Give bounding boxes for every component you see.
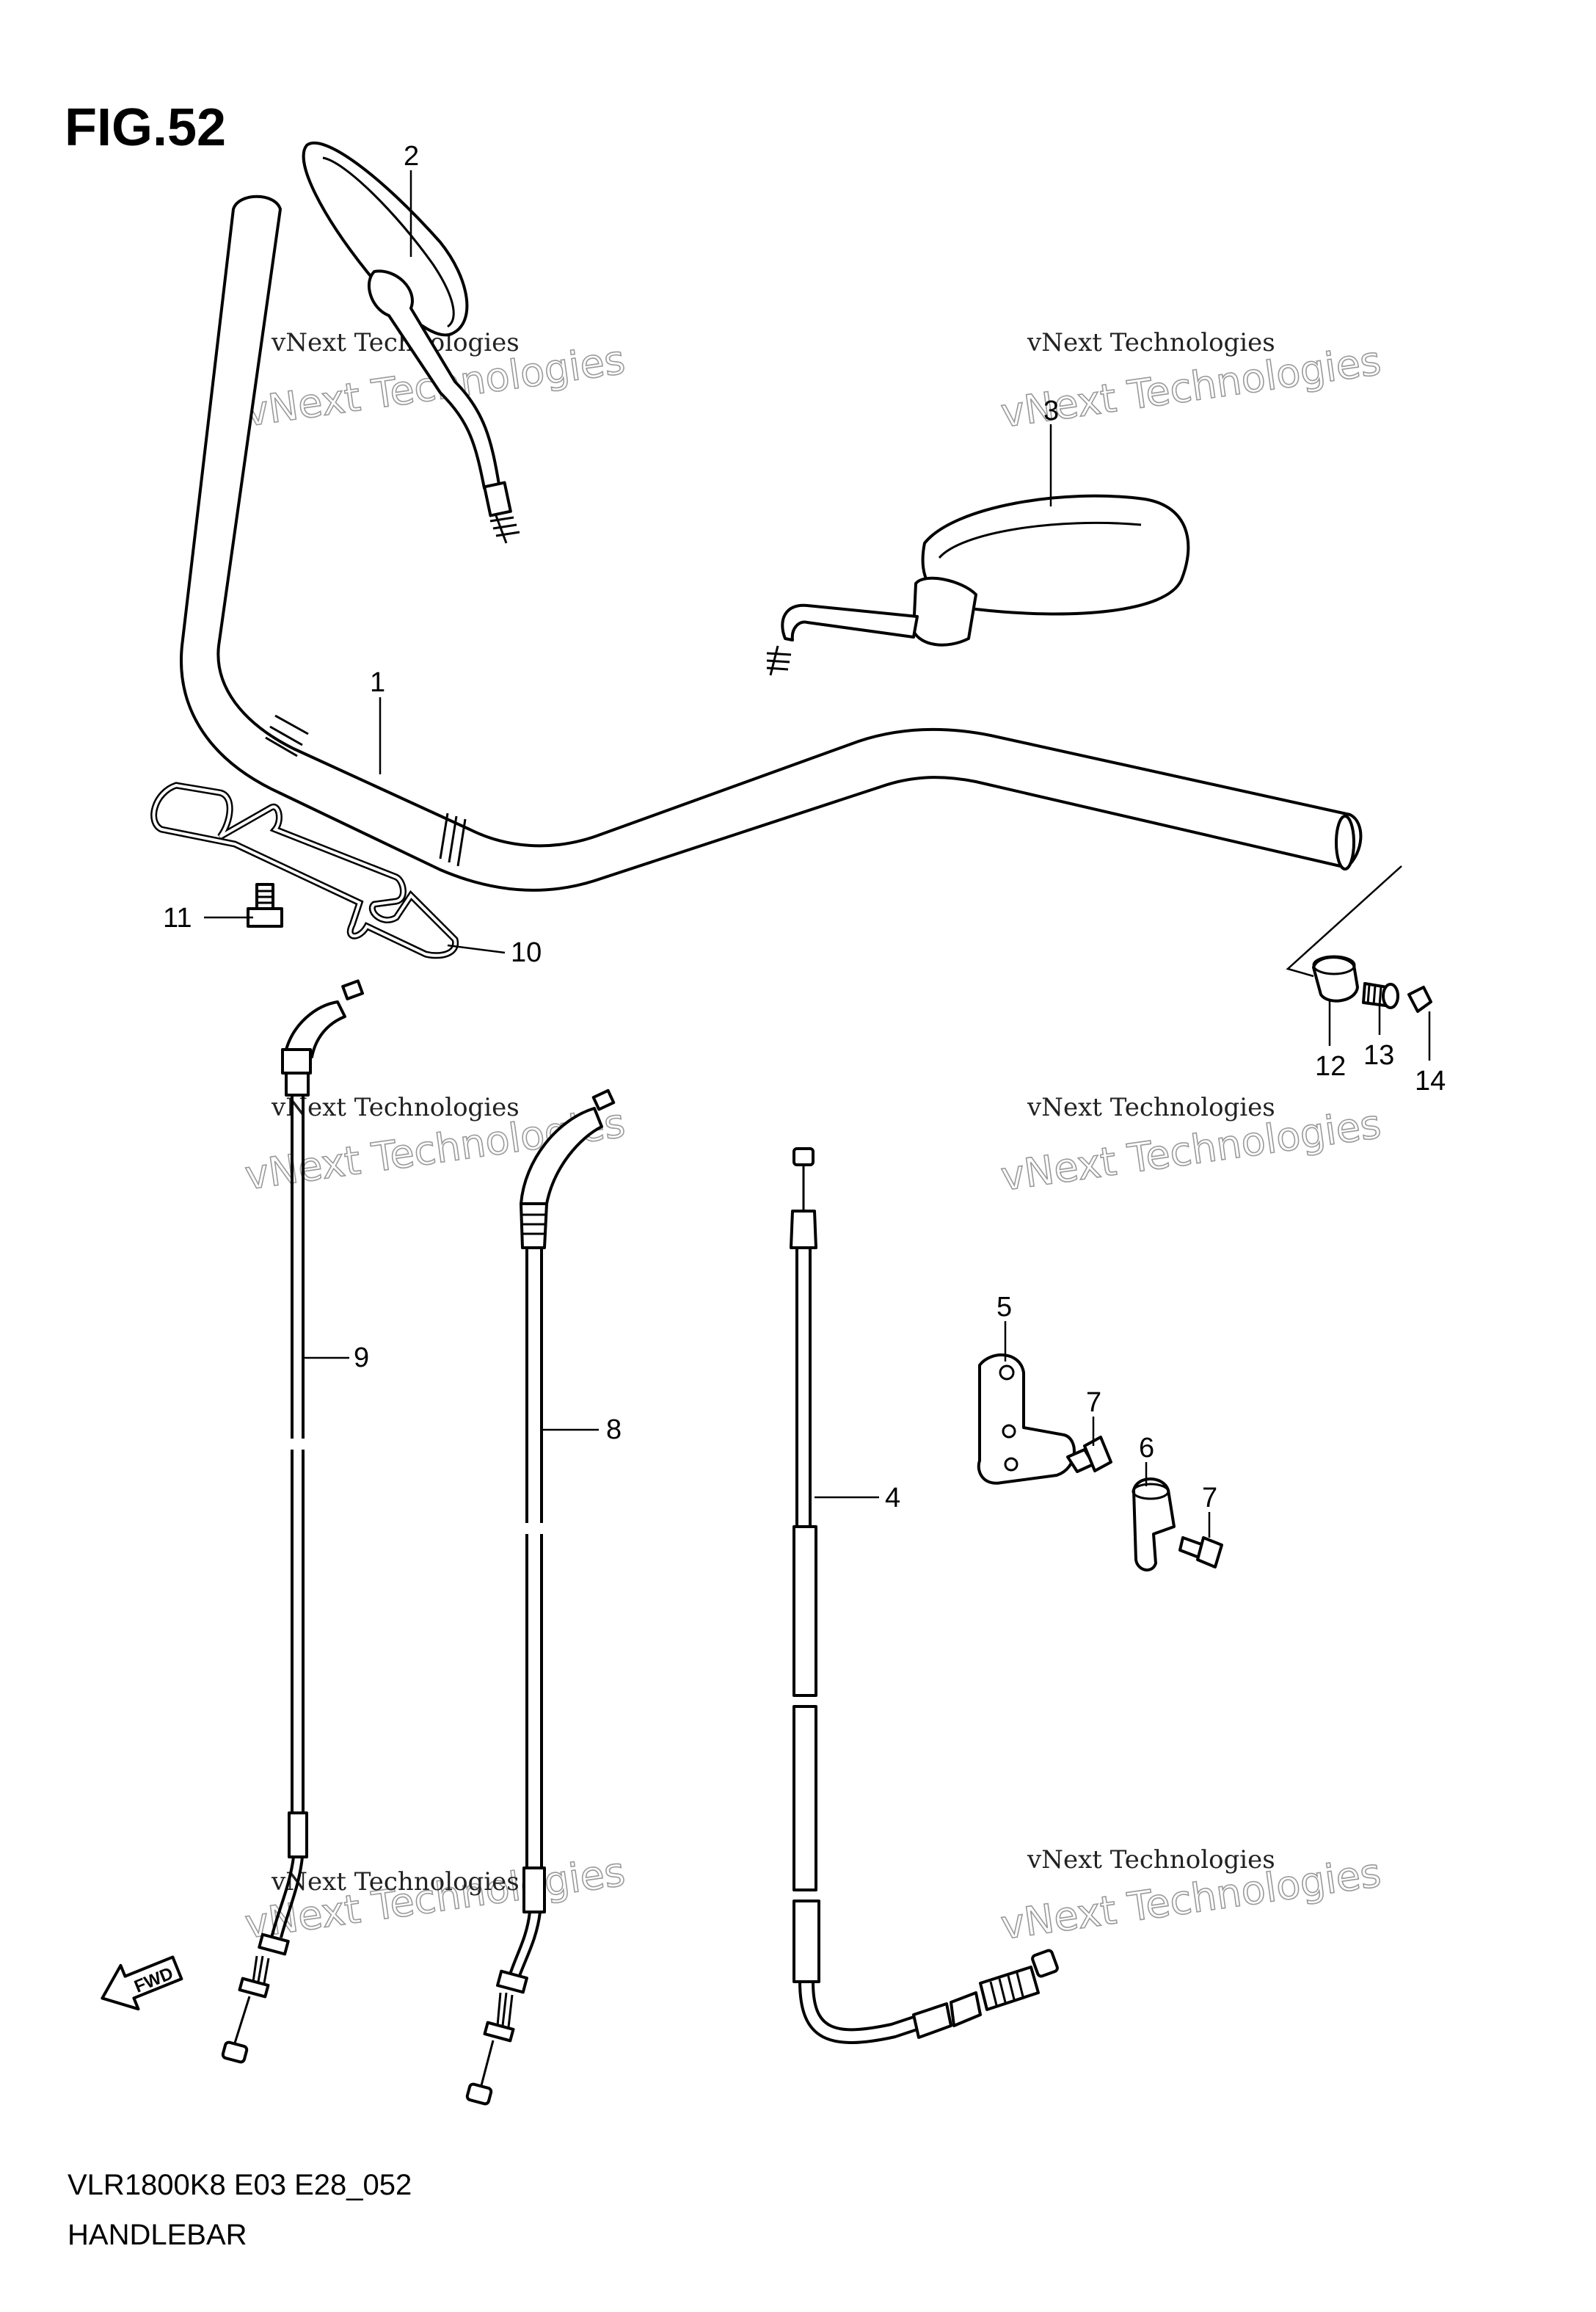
svg-text:vNext Technologies: vNext Technologies	[242, 1848, 628, 1947]
bar-end-screw	[1362, 982, 1399, 1009]
callout-bolt-b: 7	[1202, 1483, 1217, 1513]
throttle-cable-return	[465, 1088, 616, 2106]
callout-throttle-cable-pull: 9	[354, 1342, 369, 1373]
leader-lines	[204, 170, 1431, 1538]
bar-end-leader	[1286, 865, 1402, 978]
watermark-text: vNext Technologies	[271, 328, 520, 357]
throttle-cable-pull	[221, 979, 365, 2064]
callout-wire-guide-bolt: 11	[163, 903, 192, 934]
watermark-text: vNext Technologies	[1027, 1093, 1275, 1122]
callout-bar-end-weight: 12	[1315, 1051, 1346, 1082]
callout-bolt-a: 7	[1086, 1387, 1101, 1418]
callout-throttle-cable-return: 8	[606, 1414, 622, 1445]
wire-guide-bolt	[247, 883, 283, 928]
callout-handlebar: 1	[370, 667, 385, 698]
mirror-left	[302, 141, 520, 544]
cable-guide	[1132, 1477, 1176, 1571]
watermark-text: vNext Technologies	[271, 1867, 520, 1897]
clutch-cable	[790, 1147, 1059, 2044]
bar-end-washer	[1407, 986, 1432, 1013]
watermark-text: vNext Technologies	[1027, 1845, 1275, 1875]
callout-mirror-right: 3	[1043, 396, 1059, 426]
watermark-bottom-left: vNext Technologies	[241, 1848, 628, 1949]
footer-model-code: VLR1800K8 E03 E28_052	[68, 2169, 412, 2201]
callout-cable-bracket: 5	[996, 1292, 1012, 1323]
callout-clutch-cable: 4	[885, 1483, 900, 1513]
bracket-bolt	[1066, 1436, 1112, 1473]
figure-title: FIG.52	[65, 98, 226, 157]
forward-arrow: FWD	[101, 1955, 183, 2011]
wire-guide	[150, 782, 459, 959]
bar-end-weight	[1312, 955, 1359, 1003]
watermark-text: vNext Technologies	[271, 1093, 520, 1122]
mirror-right	[766, 494, 1190, 676]
cable-bracket	[977, 1353, 1076, 1485]
callout-wire-guide: 10	[511, 937, 542, 968]
guide-bolt	[1178, 1536, 1223, 1568]
callout-mirror-left: 2	[404, 141, 419, 172]
footer-section-name: HANDLEBAR	[68, 2219, 247, 2251]
callout-bar-end-washer: 14	[1415, 1066, 1446, 1097]
watermark-text: vNext Technologies	[1027, 328, 1275, 357]
callout-cable-guide: 6	[1139, 1433, 1154, 1464]
handlebar	[180, 195, 1363, 892]
callout-bar-end-screw: 13	[1363, 1040, 1394, 1071]
